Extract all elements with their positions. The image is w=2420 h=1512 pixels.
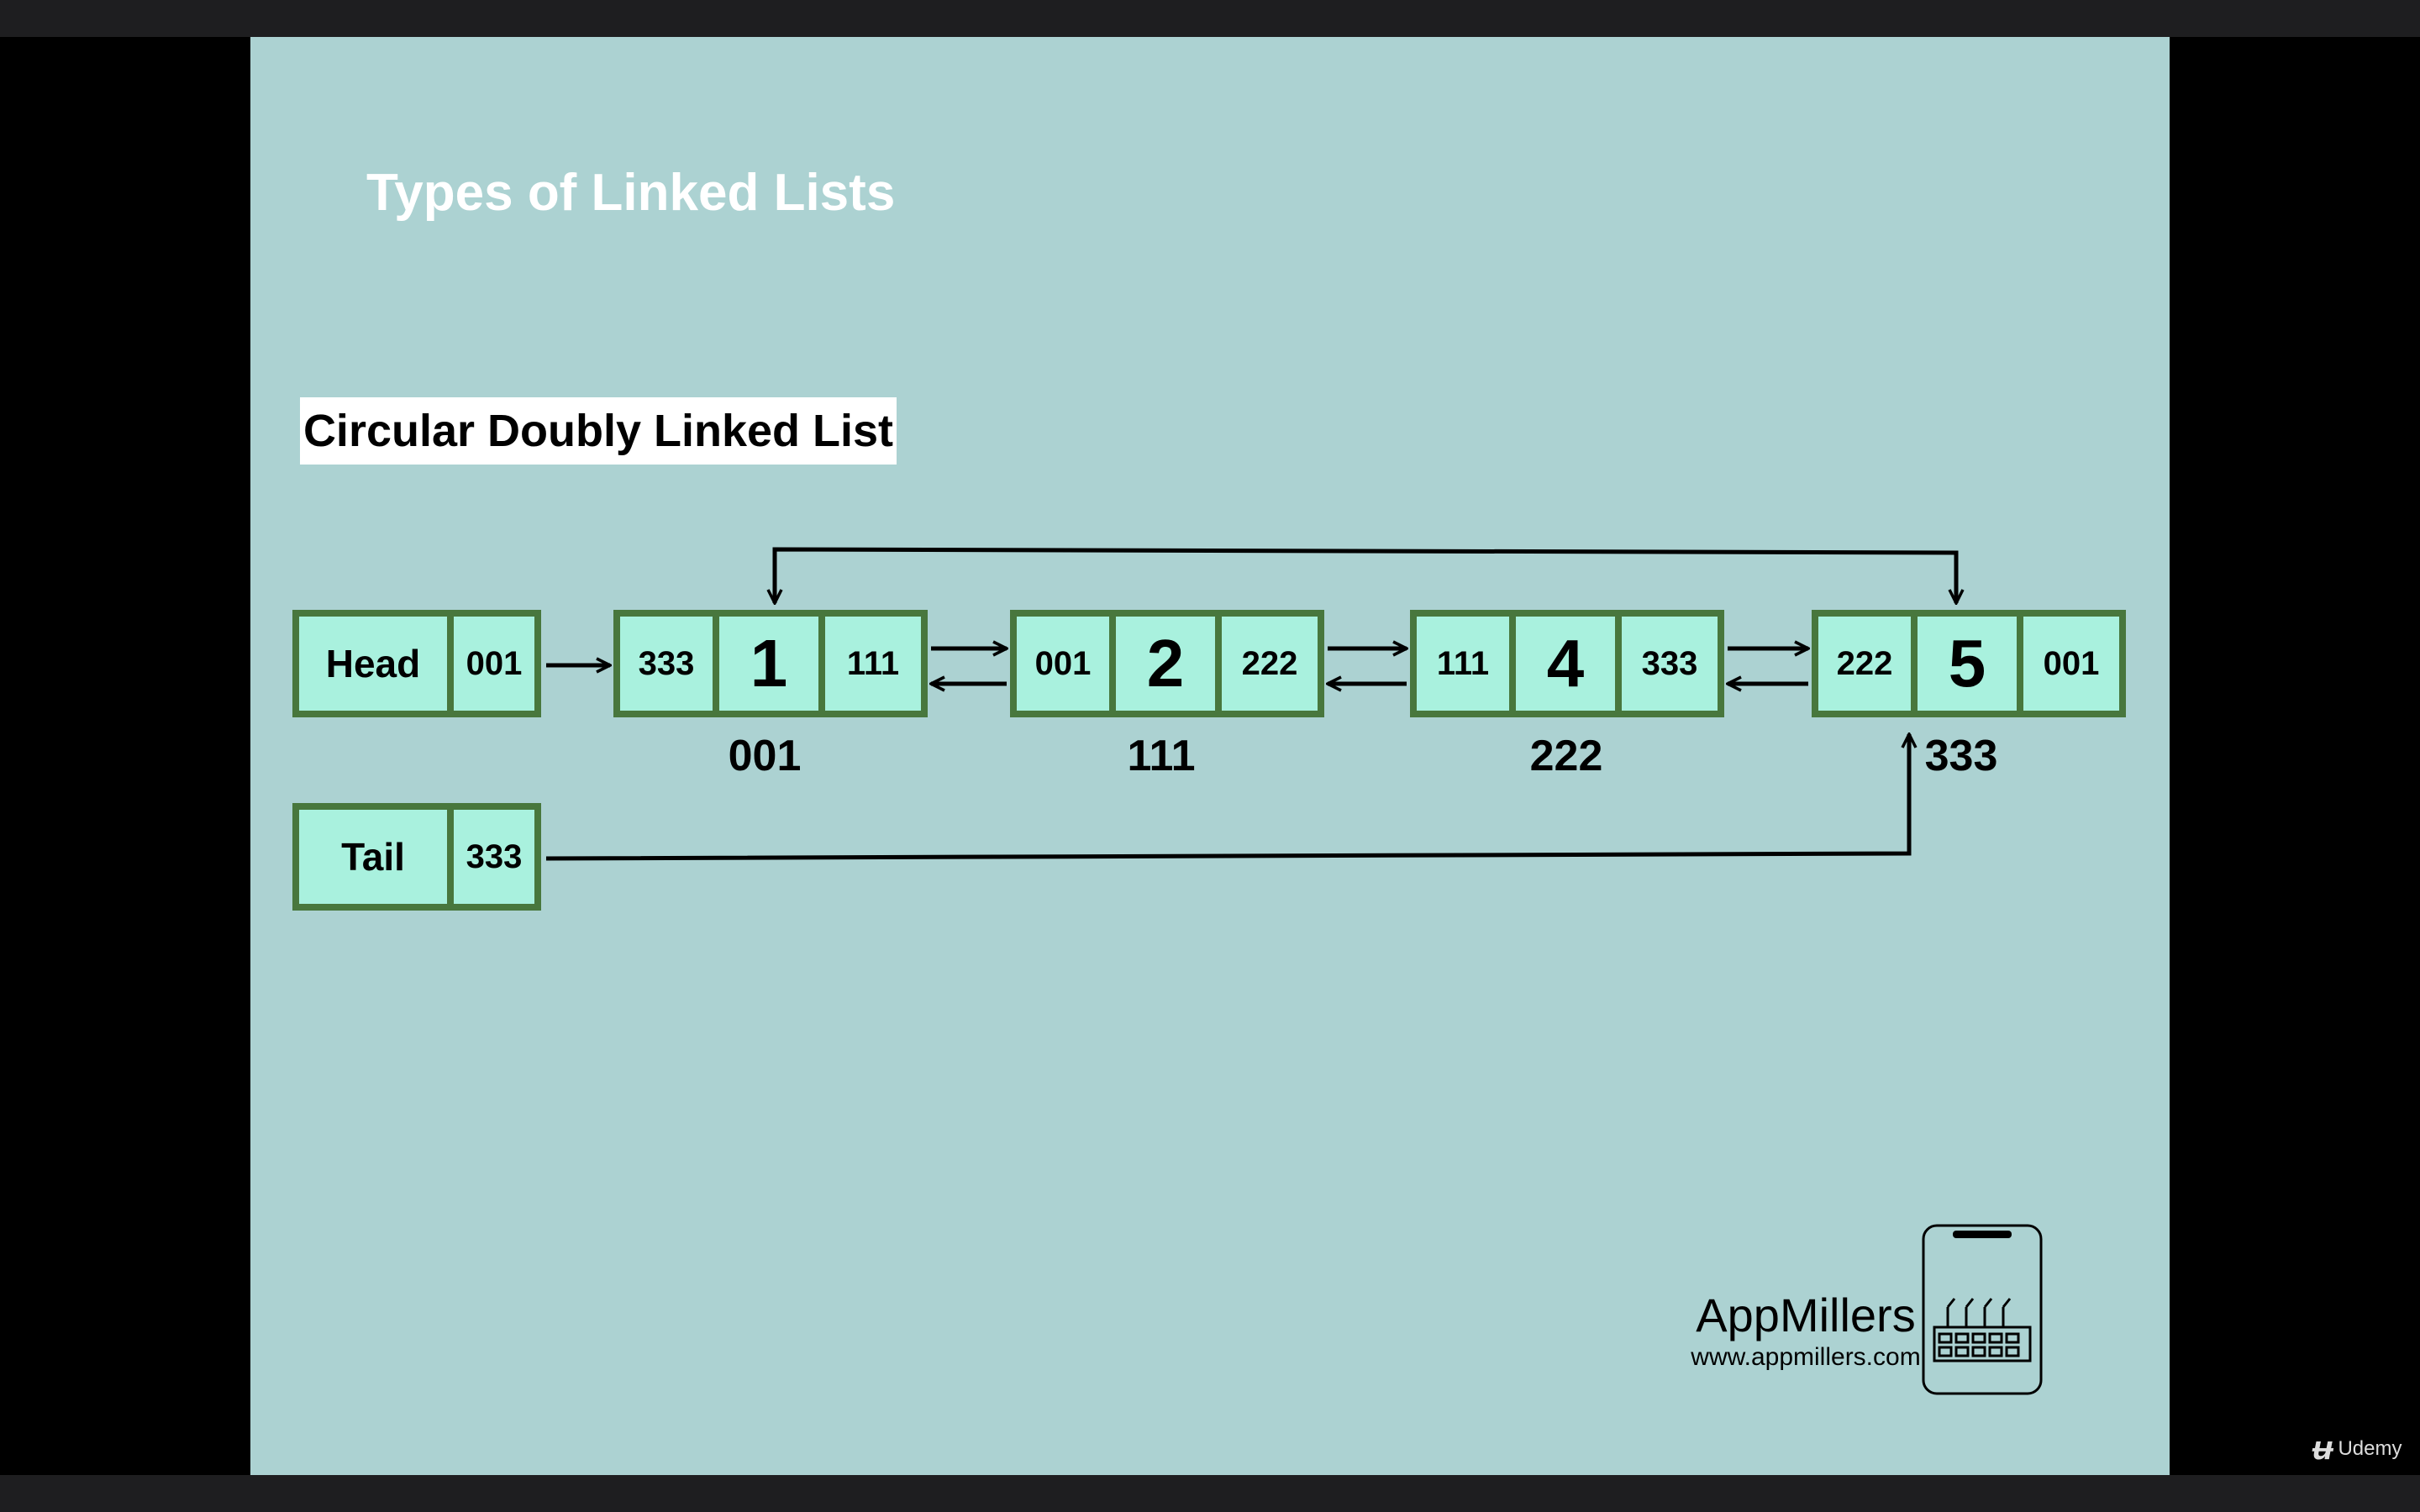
node-1-next: 111 xyxy=(825,617,921,711)
node-2: 001 2 222 xyxy=(1010,610,1324,717)
tail-pointer: 333 xyxy=(454,810,534,904)
node-2-value: 2 xyxy=(1116,617,1215,711)
node-2-address: 111 xyxy=(1127,732,1196,780)
node-1-address: 001 xyxy=(728,732,802,780)
node-2-next: 222 xyxy=(1222,617,1318,711)
arrow-layer xyxy=(545,547,2170,861)
node-1-prev: 333 xyxy=(620,617,713,711)
tail-label: Tail xyxy=(299,810,447,904)
node-3-value: 4 xyxy=(1516,617,1615,711)
node-4-value: 5 xyxy=(1918,617,2017,711)
head-pointer: 001 xyxy=(454,617,534,711)
head-label: Head xyxy=(299,617,447,711)
window-bottom-bar xyxy=(0,1475,2420,1512)
circular-link-top xyxy=(772,547,1959,598)
node-3: 111 4 333 xyxy=(1410,610,1724,717)
window-top-bar xyxy=(0,0,2420,37)
tail-to-node-4-arrow xyxy=(545,734,1909,861)
slide-subtitle: Circular Doubly Linked List xyxy=(300,397,897,465)
slide: Types of Linked Lists Circular Doubly Li… xyxy=(250,37,2170,1475)
udemy-watermark-text: Udemy xyxy=(2338,1436,2402,1460)
slide-title: Types of Linked Lists xyxy=(366,164,896,222)
node-3-prev: 111 xyxy=(1417,617,1509,711)
node-3-address: 222 xyxy=(1529,732,1603,780)
brand-url: www.appmillers.com xyxy=(1691,1343,1921,1371)
node-4-prev: 222 xyxy=(1818,617,1911,711)
node-4-address: 333 xyxy=(1924,732,1998,780)
tail-box: Tail 333 xyxy=(292,803,541,911)
node-3-next: 333 xyxy=(1622,617,1718,711)
udemy-watermark: ʉ Udemy xyxy=(2312,1430,2402,1467)
node-1-value: 1 xyxy=(719,617,818,711)
appmillers-logo-icon xyxy=(1922,1224,2043,1395)
node-1: 333 1 111 xyxy=(613,610,928,717)
udemy-logo-icon: ʉ xyxy=(2312,1430,2333,1467)
brand-name: AppMillers xyxy=(1696,1289,1916,1341)
head-box: Head 001 xyxy=(292,610,541,717)
node-4: 222 5 001 xyxy=(1812,610,2126,717)
node-4-next: 001 xyxy=(2023,617,2119,711)
node-2-prev: 001 xyxy=(1017,617,1109,711)
brand: AppMillers www.appmillers.com xyxy=(1667,1289,1944,1373)
